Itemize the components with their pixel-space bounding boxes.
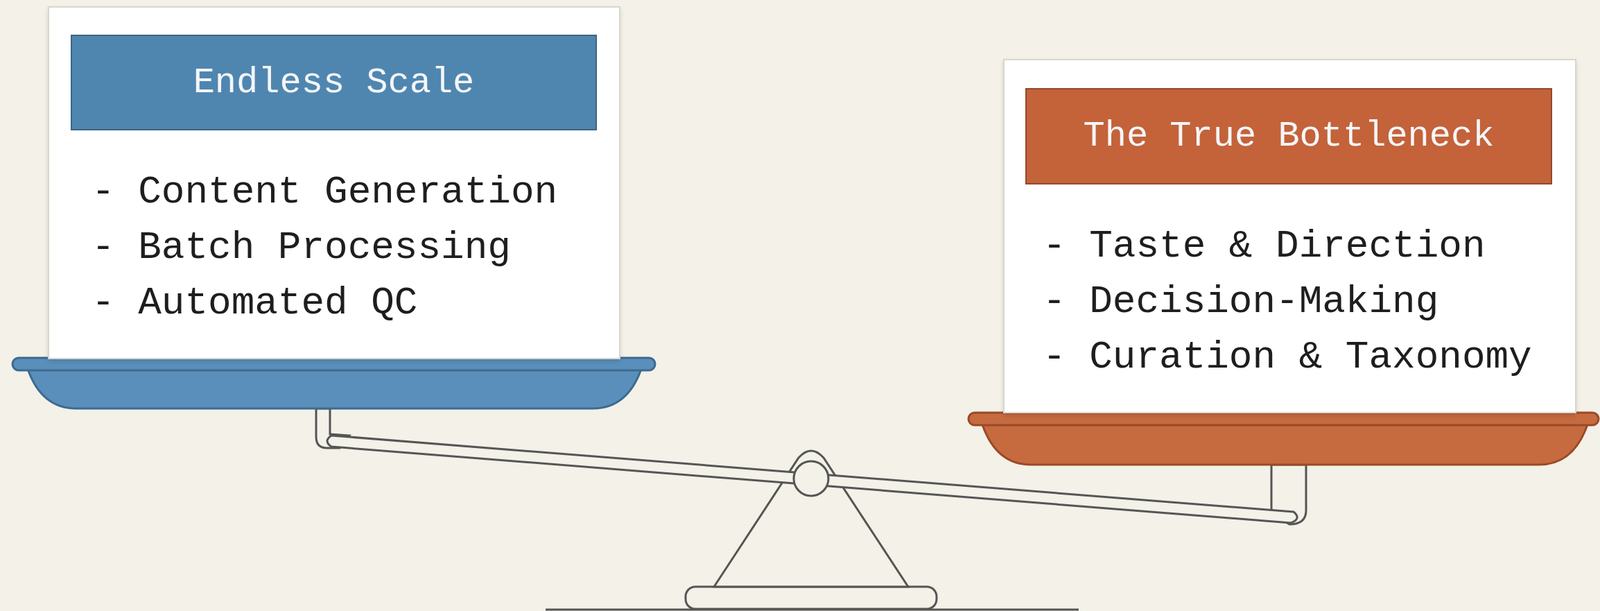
bullet-list: - Content Generation- Batch Processing- … xyxy=(91,164,558,331)
header-title: Endless Scale xyxy=(193,62,475,104)
scale-pan xyxy=(982,424,1588,465)
scale-pan xyxy=(27,368,642,409)
list-item: - Curation & Taxonomy xyxy=(1042,329,1533,385)
content-card: - Taste & Direction- Decision-Making- Cu… xyxy=(1003,58,1577,414)
card-header: The True Bottleneck xyxy=(1025,88,1553,185)
pan-rim xyxy=(968,412,1599,425)
list-item: - Automated QC xyxy=(91,275,558,331)
card-header: Endless Scale xyxy=(70,34,597,131)
content-card: - Content Generation- Batch Processing- … xyxy=(47,6,621,360)
scale-base xyxy=(685,586,937,609)
pivot-circle xyxy=(793,461,829,496)
list-item: - Batch Processing xyxy=(91,219,558,276)
list-item: - Decision-Making xyxy=(1042,273,1533,330)
list-item: - Taste & Direction xyxy=(1042,218,1533,274)
header-title: The True Bottleneck xyxy=(1083,115,1495,157)
bullet-list: - Taste & Direction- Decision-Making- Cu… xyxy=(1042,218,1533,385)
list-item: - Content Generation xyxy=(91,164,558,220)
pan-rim xyxy=(12,357,656,371)
